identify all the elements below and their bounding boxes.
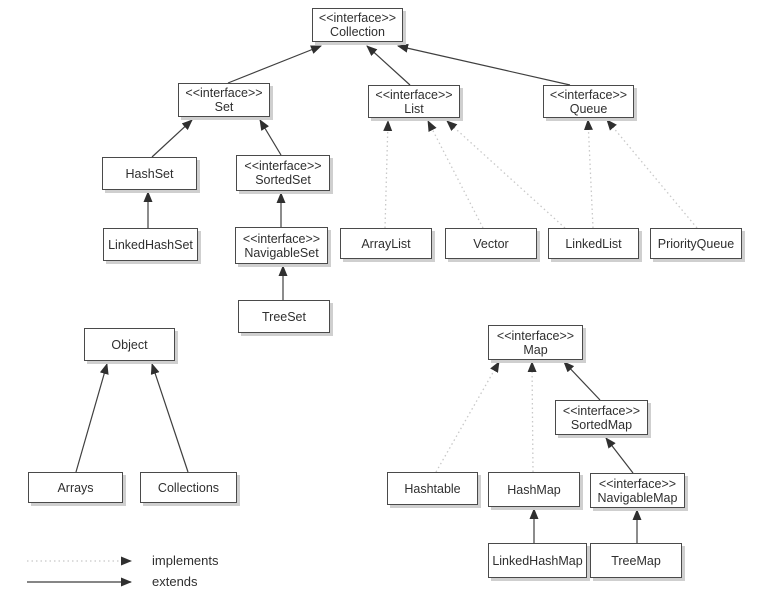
edge-vector-list-implements: [427, 120, 484, 229]
edge-collections-object-extends: [150, 363, 189, 473]
edge-navigablemap-sortedmap-extends: [605, 437, 634, 474]
edge-sortedset-set-extends: [259, 119, 282, 156]
legend-label-extends: extends: [152, 574, 198, 589]
edge-hashtable-map-implements: [435, 361, 500, 473]
legend-label-implements: implements: [152, 553, 219, 568]
edge-hashset-set-extends: [151, 119, 193, 158]
edge-queue-collection-extends: [397, 43, 571, 86]
edge-arrays-object-extends: [75, 363, 109, 473]
edge-priorityqueue-queue-implements: [606, 119, 698, 229]
edge-hashmap-map-implements: [527, 361, 537, 473]
edge-linkedlist-list-implements: [446, 120, 566, 229]
edge-set-collection-extends: [227, 45, 322, 84]
edge-sortedmap-map-extends: [563, 361, 601, 401]
edge-linkedlist-queue-implements: [583, 119, 594, 229]
edge-list-collection-extends: [366, 45, 411, 86]
edge-arraylist-list-implements: [383, 120, 393, 229]
